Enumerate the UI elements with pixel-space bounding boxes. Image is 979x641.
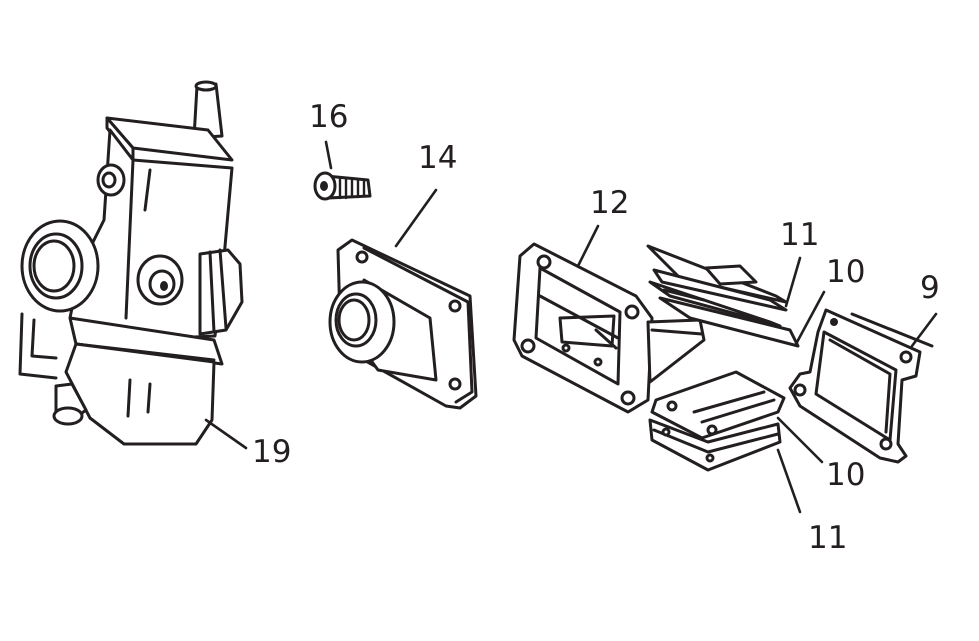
- callout-11-lower: 11: [808, 520, 847, 556]
- callout-10-upper: 10: [826, 254, 865, 290]
- reed-stopper-part-10-upper: [658, 290, 826, 348]
- callout-14: 14: [418, 140, 457, 176]
- callout-10-lower: 10: [826, 457, 865, 493]
- reed-block-part-12: [512, 224, 706, 414]
- callout-12: 12: [590, 185, 629, 221]
- reed-petal-part-11-upper: [646, 244, 802, 328]
- callout-19: 19: [252, 434, 291, 470]
- screw-part-16: [313, 140, 372, 201]
- callout-9: 9: [920, 270, 940, 306]
- reed-stopper-part-10-lower: [650, 370, 824, 464]
- gasket-part-9: [788, 308, 938, 464]
- callout-11-upper: 11: [780, 217, 819, 253]
- reed-petal-part-11-lower: [648, 418, 802, 514]
- intake-manifold-part-14: [328, 188, 478, 410]
- callout-16: 16: [309, 99, 348, 135]
- carburetor-part-19: [18, 80, 248, 450]
